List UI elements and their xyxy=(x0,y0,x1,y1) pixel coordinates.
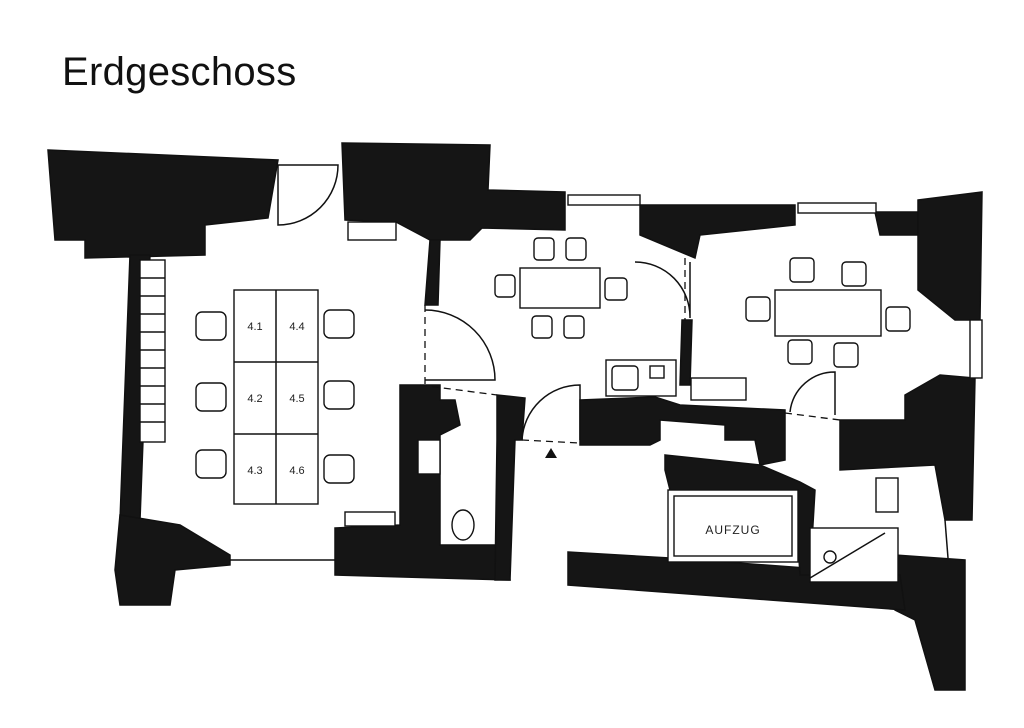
wc xyxy=(344,439,899,583)
walls xyxy=(47,142,983,691)
entrance-marker-icon xyxy=(545,448,557,458)
chair-icon xyxy=(323,380,355,410)
meeting-room-1 xyxy=(347,221,677,397)
chair-icon xyxy=(195,311,227,341)
toilet-icon xyxy=(451,509,475,541)
sink-icon xyxy=(417,439,441,475)
sink-icon xyxy=(875,477,899,513)
chair-icon xyxy=(323,309,355,339)
sink-icon xyxy=(611,365,639,391)
drain-icon xyxy=(823,550,837,564)
elevator-label: AUFZUG xyxy=(705,523,760,537)
desk-label: 4.1 xyxy=(247,321,262,333)
desk-label: 4.6 xyxy=(289,465,304,477)
doors xyxy=(277,164,841,458)
floor-title: Erdgeschoss xyxy=(62,50,297,94)
elevator: AUFZUG xyxy=(667,489,799,563)
desk-group: 4.1 4.2 4.3 4.4 4.5 4.6 xyxy=(195,289,355,505)
stairs xyxy=(139,259,166,443)
chair-icon xyxy=(195,449,227,479)
desk-label: 4.5 xyxy=(289,393,304,405)
chair-icon xyxy=(195,382,227,412)
stove-icon xyxy=(649,365,665,379)
desk-label: 4.3 xyxy=(247,465,262,477)
windows xyxy=(230,194,983,561)
meeting-room-2 xyxy=(690,257,911,401)
desk-label: 4.4 xyxy=(289,321,304,333)
desk-label: 4.2 xyxy=(247,393,262,405)
chair-icon xyxy=(323,454,355,484)
